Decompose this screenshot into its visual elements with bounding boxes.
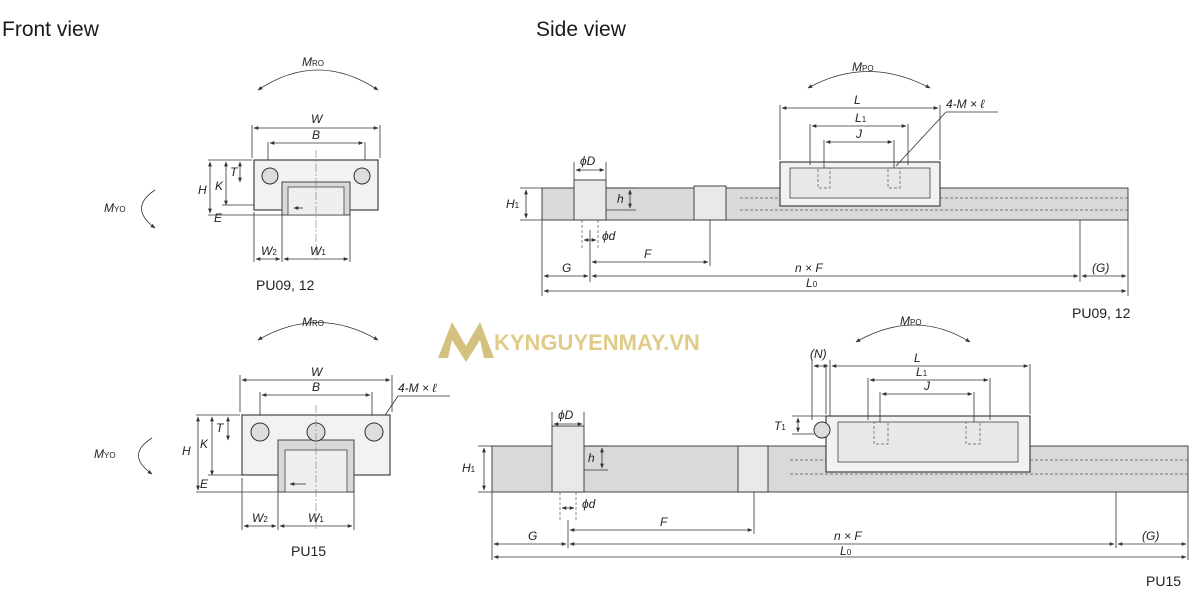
watermark-logo-icon bbox=[438, 322, 494, 362]
label-j-bottom: J bbox=[923, 379, 931, 393]
label-w-bottom: W bbox=[311, 365, 324, 379]
label-gp-top: (G) bbox=[1092, 261, 1109, 275]
label-d-bottom: ϕd bbox=[582, 497, 596, 511]
label-h-side-bottom: h bbox=[588, 451, 595, 465]
label-l-bottom: L bbox=[914, 351, 921, 365]
label-t1: T1 bbox=[774, 419, 786, 433]
caption-front-bottom: PU15 bbox=[291, 543, 326, 559]
side-view-heading: Side view bbox=[536, 18, 627, 41]
label-h-bottom: H bbox=[182, 444, 191, 458]
label-w-top: W bbox=[311, 112, 324, 126]
label-w1-bottom: W1 bbox=[308, 511, 324, 525]
label-h1-bottom: H1 bbox=[462, 461, 476, 475]
label-t-top: T bbox=[230, 165, 239, 179]
label-b-bottom: B bbox=[312, 380, 320, 394]
front-view-top: MRO MYO W B H K T E bbox=[104, 55, 381, 293]
mro-label-top: MRO bbox=[302, 55, 324, 69]
label-l1-top: L1 bbox=[855, 111, 867, 125]
label-t-bottom: T bbox=[216, 421, 225, 435]
label-w2-top: W2 bbox=[261, 244, 277, 258]
mpo-label-bottom: MPO bbox=[900, 314, 922, 328]
mro-arrow-top bbox=[257, 69, 379, 91]
side-view-top: MPO L L1 J 4-M × ℓ ϕD bbox=[506, 60, 1131, 321]
label-j-top: J bbox=[855, 127, 863, 141]
label-h-top: H bbox=[198, 183, 207, 197]
label-D-top: ϕD bbox=[580, 154, 596, 168]
label-g-top: G bbox=[562, 261, 571, 275]
label-n: (N) bbox=[810, 347, 827, 361]
label-h-side-top: h bbox=[617, 192, 624, 206]
watermark-text: KYNGUYENMAY.VN bbox=[494, 330, 700, 355]
label-D-bottom: ϕD bbox=[558, 408, 574, 422]
myo-label-top: MYO bbox=[104, 201, 126, 215]
label-4m-front: 4-M × ℓ bbox=[398, 381, 437, 395]
label-l-top: L bbox=[854, 93, 861, 107]
label-l1-bottom: L1 bbox=[916, 365, 928, 379]
label-w1-top: W1 bbox=[310, 244, 326, 258]
label-f-bottom: F bbox=[660, 515, 668, 529]
label-gp-bottom: (G) bbox=[1142, 529, 1159, 543]
mro-label-bottom: MRO bbox=[302, 315, 324, 329]
side-view-bottom: MPO (N) T1 L L1 J bbox=[462, 314, 1189, 589]
label-f-top: F bbox=[644, 247, 652, 261]
myo-label-bottom: MYO bbox=[94, 447, 116, 461]
bolt-left-top bbox=[261, 167, 279, 185]
label-l0-top: L0 bbox=[806, 276, 818, 290]
label-g-bottom: G bbox=[528, 529, 537, 543]
front-view-heading: Front view bbox=[2, 18, 100, 41]
label-k-bottom: K bbox=[200, 437, 209, 451]
label-w2-bottom: W2 bbox=[252, 511, 268, 525]
label-k-top: K bbox=[215, 179, 224, 193]
front-view-bottom: MRO MYO W B 4-M × ℓ H K T E bbox=[94, 315, 450, 559]
caption-side-top: PU09, 12 bbox=[1072, 305, 1131, 321]
watermark: KYNGUYENMAY.VN bbox=[438, 322, 700, 362]
label-e-bottom: E bbox=[200, 477, 209, 491]
label-h1-top: H1 bbox=[506, 197, 520, 211]
bolt-right-top bbox=[353, 167, 371, 185]
myo-arrow-top bbox=[141, 189, 156, 229]
caption-side-bottom: PU15 bbox=[1146, 573, 1181, 589]
label-b-top: B bbox=[312, 128, 320, 142]
label-e-top: E bbox=[214, 211, 223, 225]
label-d-top: ϕd bbox=[602, 229, 616, 243]
label-nf-top: n × F bbox=[795, 261, 823, 275]
label-4m-side-top: 4-M × ℓ bbox=[946, 97, 985, 111]
mpo-label-top: MPO bbox=[852, 60, 874, 74]
label-l0-bottom: L0 bbox=[840, 544, 852, 558]
label-nf-bottom: n × F bbox=[834, 529, 862, 543]
caption-front-top: PU09, 12 bbox=[256, 277, 315, 293]
